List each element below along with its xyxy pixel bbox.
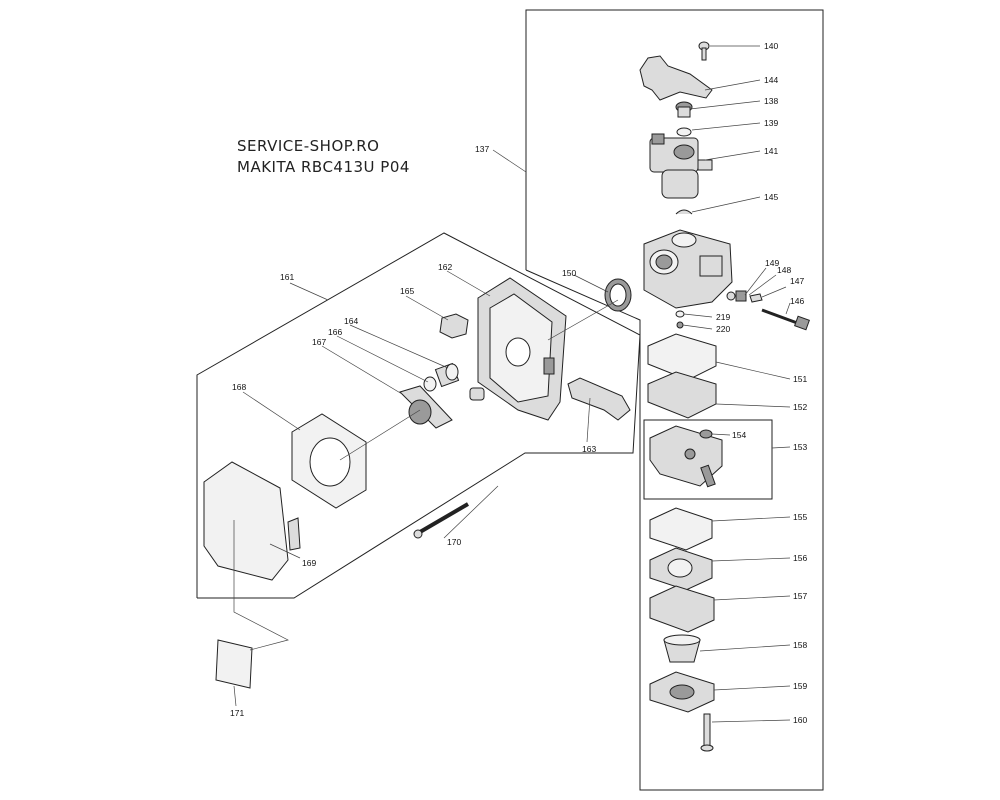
label-147: 147	[790, 276, 804, 286]
part-147-washer	[749, 293, 763, 303]
label-154: 154	[732, 430, 746, 440]
part-138-screw	[675, 101, 693, 118]
label-137: 137	[475, 144, 489, 154]
label-145: 145	[764, 192, 778, 202]
label-219: 219	[716, 312, 730, 322]
label-140: 140	[764, 41, 778, 51]
part-165-clip	[439, 313, 469, 339]
part-160-screw	[700, 713, 714, 752]
part-number-labels: 137 140 144 138 139 141 145 149 148 147 …	[230, 41, 807, 725]
label-171: 171	[230, 708, 244, 718]
label-152: 152	[793, 402, 807, 412]
part-154-screen	[699, 429, 713, 439]
label-148: 148	[777, 265, 791, 275]
model-title: MAKITA RBC413U P04	[237, 158, 410, 176]
label-155: 155	[793, 512, 807, 522]
label-169: 169	[302, 558, 316, 568]
label-159: 159	[793, 681, 807, 691]
part-150-gasket-ring	[604, 278, 632, 312]
part-148-spring	[735, 290, 747, 302]
part-169-air-cleaner-cover	[203, 461, 301, 581]
label-149: 149	[765, 258, 779, 268]
label-167: 167	[312, 337, 326, 347]
label-146: 146	[790, 296, 804, 306]
label-168: 168	[232, 382, 246, 392]
label-138: 138	[764, 96, 778, 106]
part-163-bracket	[567, 377, 631, 421]
label-156: 156	[793, 553, 807, 563]
part-146-needle	[761, 308, 810, 331]
part-152-diaphragm	[647, 371, 717, 419]
part-168-filter-element	[291, 413, 367, 509]
part-170-bolt	[413, 502, 470, 539]
carburetor-assembly-frame	[525, 9, 824, 791]
part-149-ring	[726, 291, 736, 301]
air-cleaner-assembly-frame	[196, 232, 641, 599]
part-171-filter-sheet	[215, 639, 253, 689]
label-139: 139	[764, 118, 778, 128]
part-164-sleeve	[434, 362, 460, 388]
part-219-washer	[675, 310, 685, 318]
part-156-diaphragm	[649, 547, 713, 591]
part-139-washer	[676, 127, 692, 137]
label-157: 157	[793, 591, 807, 601]
label-162: 162	[438, 262, 452, 272]
part-167-plate	[399, 385, 453, 429]
part-153-pump-body	[649, 425, 723, 488]
part-157-plate	[649, 585, 715, 633]
part-151-gasket	[647, 333, 717, 381]
part-144-lever	[639, 55, 713, 101]
part-carb-body	[643, 229, 733, 309]
label-220: 220	[716, 324, 730, 334]
label-164: 164	[344, 316, 358, 326]
part-158-cup	[663, 634, 701, 663]
label-151: 151	[793, 374, 807, 384]
leader-lines	[233, 45, 791, 723]
part-166-ring	[423, 376, 437, 392]
label-165: 165	[400, 286, 414, 296]
label-170: 170	[447, 537, 461, 547]
label-166: 166	[328, 327, 342, 337]
label-161: 161	[280, 272, 294, 282]
part-140-screw	[698, 41, 710, 61]
part-159-cover	[649, 671, 715, 713]
part-220-ball	[676, 321, 684, 329]
label-144: 144	[764, 75, 778, 85]
part-153-box	[643, 419, 773, 500]
label-160: 160	[793, 715, 807, 725]
part-162-air-cleaner-base	[469, 277, 567, 421]
label-153: 153	[793, 442, 807, 452]
label-150: 150	[562, 268, 576, 278]
label-163: 163	[582, 444, 596, 454]
label-141: 141	[764, 146, 778, 156]
shop-title: SERVICE-SHOP.RO	[237, 137, 380, 155]
label-158: 158	[793, 640, 807, 650]
part-145-clip	[675, 209, 693, 215]
part-155-gasket	[649, 507, 713, 551]
part-141-throttle-body	[649, 133, 713, 199]
